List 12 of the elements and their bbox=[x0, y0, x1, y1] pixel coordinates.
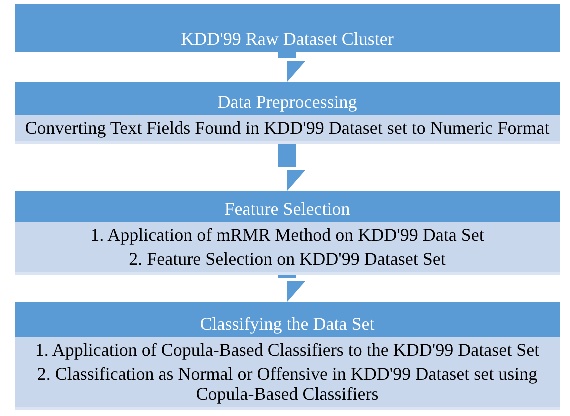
step-text: 2. Classification as Normal or Offensive in KDD'99 Dataset set using Copula-Based Classifiers bbox=[36, 364, 539, 404]
step-text: 2. Feature Selection on KDD'99 Dataset Set bbox=[128, 249, 447, 269]
stage-header: Data Preprocessing bbox=[15, 82, 560, 115]
step-text: Converting Text Fields Found in KDD'99 Dataset set to Numeric Format bbox=[24, 118, 551, 138]
stage-header: KDD'99 Raw Dataset Cluster bbox=[15, 4, 560, 52]
step-text: 1. Application of mRMR Method on KDD'99 Data Set bbox=[90, 225, 486, 245]
stage-panel bbox=[15, 191, 560, 275]
stage-panel bbox=[15, 82, 560, 144]
step-text: 1. Application of Copula-Based Classifiers to the KDD'99 Dataset Set bbox=[34, 340, 541, 360]
stage-header: Feature Selection bbox=[15, 191, 560, 222]
stage-header: Classifying the Data Set bbox=[15, 302, 560, 337]
stage-panel bbox=[15, 302, 560, 410]
